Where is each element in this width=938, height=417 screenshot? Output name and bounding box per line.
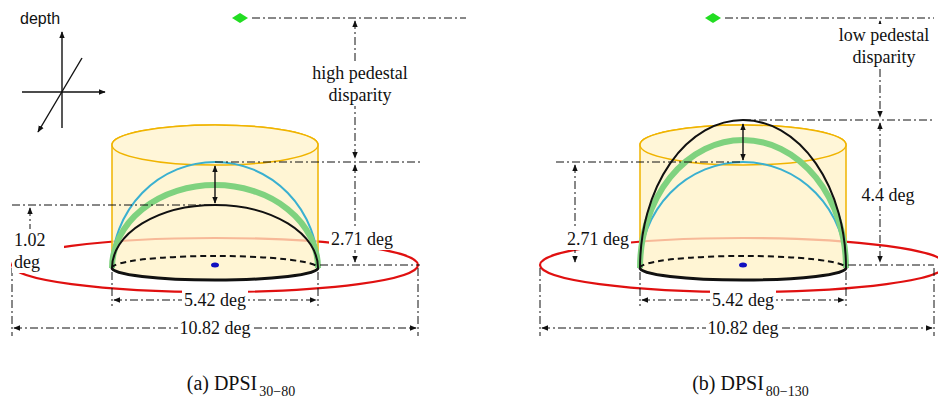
dash-dot-line: [12, 205, 215, 206]
panel-a: [12, 13, 466, 336]
dimension-label: high pedestal disparity: [296, 62, 424, 106]
subfigure-caption: (a) DPSI: [185, 372, 260, 394]
dimension-label: 5.42 deg: [182, 289, 248, 311]
dash-dot-line: [318, 272, 319, 306]
dimension-label: low pedestal disparity: [830, 24, 938, 68]
axis-line: [22, 91, 105, 92]
base-back: [112, 256, 318, 268]
dash-dot-line: [252, 18, 466, 19]
dash-dot-line: [848, 265, 934, 266]
dash-dot-line: [556, 162, 743, 163]
axes-icon: [22, 32, 105, 132]
dimension-label: 1.02 deg: [12, 229, 64, 273]
dash-dot-line: [215, 162, 420, 163]
dash-dot-line: [418, 268, 419, 336]
dimension-label: 2.71 deg: [565, 228, 631, 250]
cylinder-top: [112, 125, 318, 165]
dimension-label: 10.82 deg: [706, 317, 781, 339]
caption-subscript: 30−80: [259, 384, 295, 400]
axis-line: [38, 58, 82, 132]
fixation-dot: [211, 263, 219, 268]
green-diamond: [705, 13, 721, 23]
dash-dot-line: [725, 18, 934, 19]
dimension-label: 4.4 deg: [860, 184, 917, 206]
black-dome: [640, 120, 846, 268]
subfigure-caption: (b) DPSI: [690, 372, 766, 394]
green-diamond: [232, 13, 248, 23]
axis-line: [61, 32, 62, 128]
dimension-label: 5.42 deg: [710, 289, 776, 311]
cylinder-top: [640, 125, 846, 165]
dash-dot-line: [846, 272, 847, 306]
dash-dot-line: [112, 272, 113, 306]
dash-dot-line: [934, 268, 935, 336]
base-back: [640, 256, 846, 268]
caption-subscript: 80−130: [766, 384, 809, 400]
dash-dot-line: [640, 272, 641, 306]
panel-b: [540, 13, 938, 336]
base-front: [112, 268, 318, 280]
dash-dot-line: [540, 268, 541, 336]
disparity-arrow: [742, 124, 743, 160]
base-front: [640, 268, 846, 280]
cylinder: [640, 125, 846, 280]
cylinder: [112, 125, 318, 280]
dash-dot-line: [320, 265, 420, 266]
dash-dot-line: [743, 120, 934, 121]
dimension-label: 2.71 deg: [329, 228, 395, 250]
dimension-lines: [12, 18, 466, 336]
black-dome: [112, 205, 318, 268]
fixation-dot: [739, 263, 747, 268]
disparity-arrow: [214, 166, 215, 203]
blue-dome: [112, 162, 318, 268]
dimension-label: 10.82 deg: [178, 317, 253, 339]
axis-label: depth: [18, 8, 62, 30]
dash-dot-line: [12, 268, 13, 336]
